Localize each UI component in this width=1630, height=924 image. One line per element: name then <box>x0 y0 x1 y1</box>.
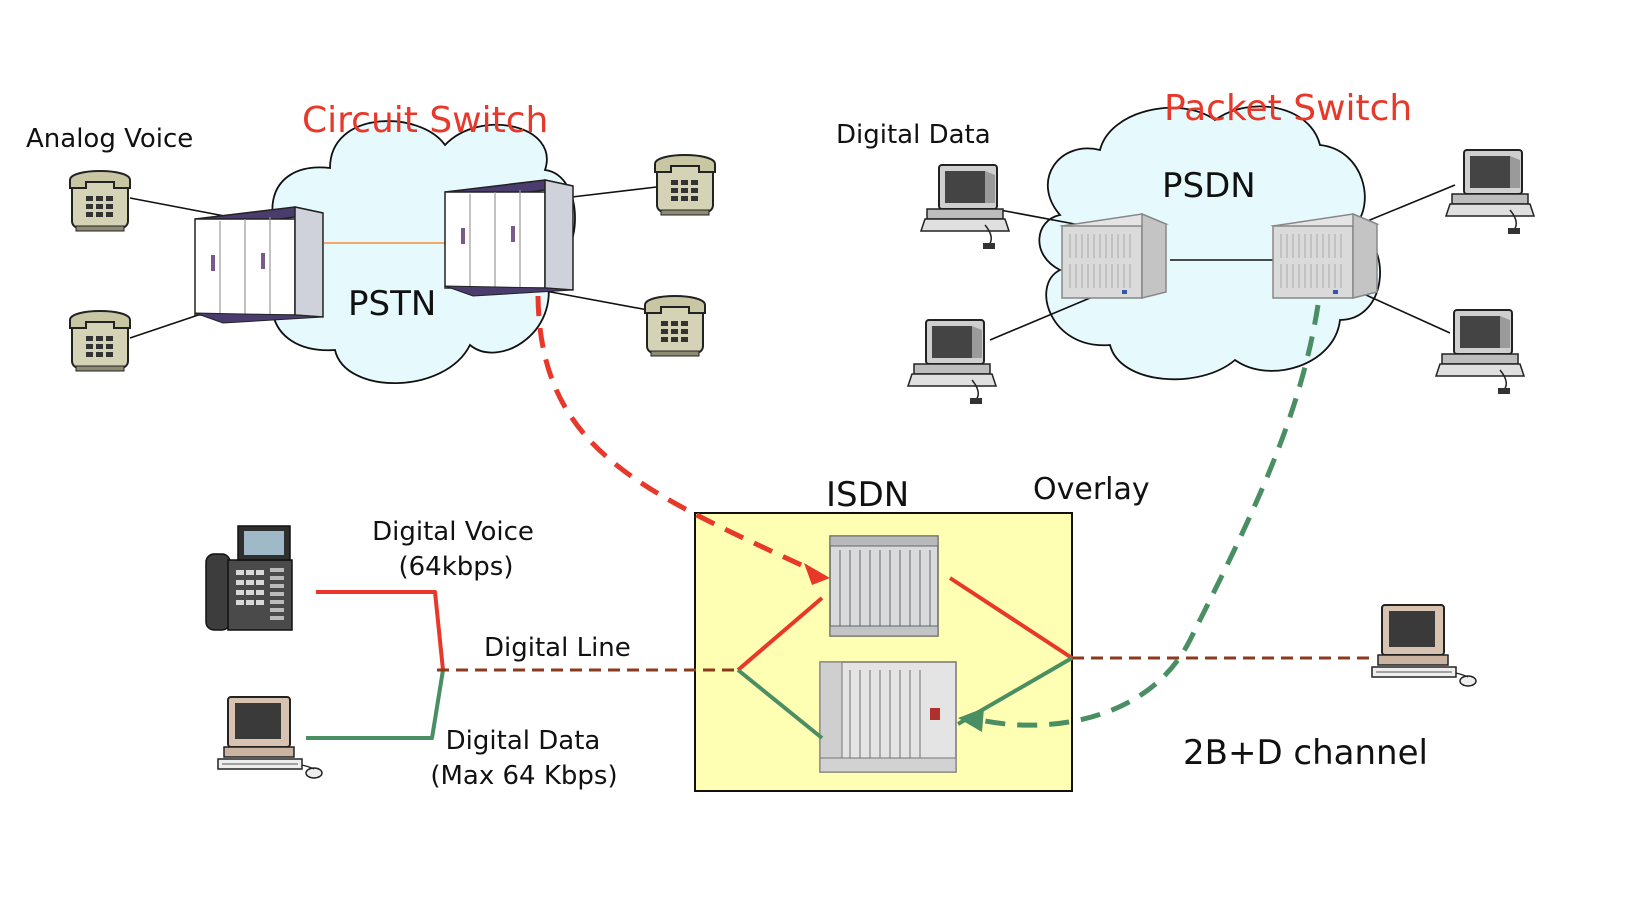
digital-line-label: Digital Line <box>484 633 631 663</box>
digital-data-top-label: Digital Data <box>836 120 991 150</box>
isdn-voice-rack-icon <box>829 535 939 637</box>
data-link-2 <box>989 297 1091 341</box>
isdn-data-rack-icon <box>819 661 957 773</box>
isdn-title: ISDN <box>826 475 909 515</box>
packet-overlay-arrowhead <box>958 708 984 732</box>
circuit-switch-icon <box>194 206 324 324</box>
analog-phone-icon <box>69 310 131 372</box>
data-link-4 <box>1354 289 1451 334</box>
analog-link-1 <box>129 197 236 219</box>
digital-data-rate-label: (Max 64 Kbps) <box>430 761 617 791</box>
data-links <box>989 184 1456 341</box>
digital-phone-icon <box>205 525 293 631</box>
digital-voice-line <box>316 590 445 671</box>
computer-icon <box>907 319 997 405</box>
circuit-switch-icon <box>444 179 574 297</box>
analog-link-4 <box>539 289 649 311</box>
circuit-switch-title: Circuit Switch <box>302 100 548 141</box>
data-link-1 <box>999 209 1081 226</box>
isdn-data-link-left <box>736 668 824 740</box>
isdn-voice-link-right <box>948 576 1074 660</box>
analog-phone-icon <box>69 170 131 232</box>
data-link-3 <box>1364 184 1456 223</box>
overlay-label: Overlay <box>1033 472 1150 507</box>
analog-link-3 <box>571 185 666 198</box>
packet-switch-icon <box>1272 213 1378 299</box>
psdn-cloud <box>1038 105 1381 381</box>
analog-voice-label: Analog Voice <box>26 124 193 154</box>
isdn-voice-link-left <box>736 596 824 672</box>
packet-overlay-path <box>979 304 1321 728</box>
packet-switch-title: Packet Switch <box>1164 88 1412 129</box>
computer-icon <box>1445 149 1535 235</box>
digital-voice-label: Digital Voice <box>372 517 534 547</box>
digital-data-line <box>306 669 445 740</box>
computer-icon <box>920 164 1010 250</box>
packet-switch-icon <box>1061 213 1167 299</box>
analog-phone-icon <box>644 295 706 357</box>
computer-icon <box>1435 309 1525 395</box>
circuit-overlay-arrowhead <box>804 563 830 585</box>
psdn-label: PSDN <box>1162 166 1256 206</box>
channel-label: 2B+D channel <box>1183 733 1428 773</box>
pstn-label: PSTN <box>348 284 436 324</box>
analog-links <box>129 185 666 339</box>
digital-data-label: Digital Data <box>446 726 601 756</box>
digital-voice-rate-label: (64kbps) <box>399 552 514 582</box>
computer-icon <box>1371 604 1477 687</box>
analog-phone-icon <box>654 154 716 216</box>
